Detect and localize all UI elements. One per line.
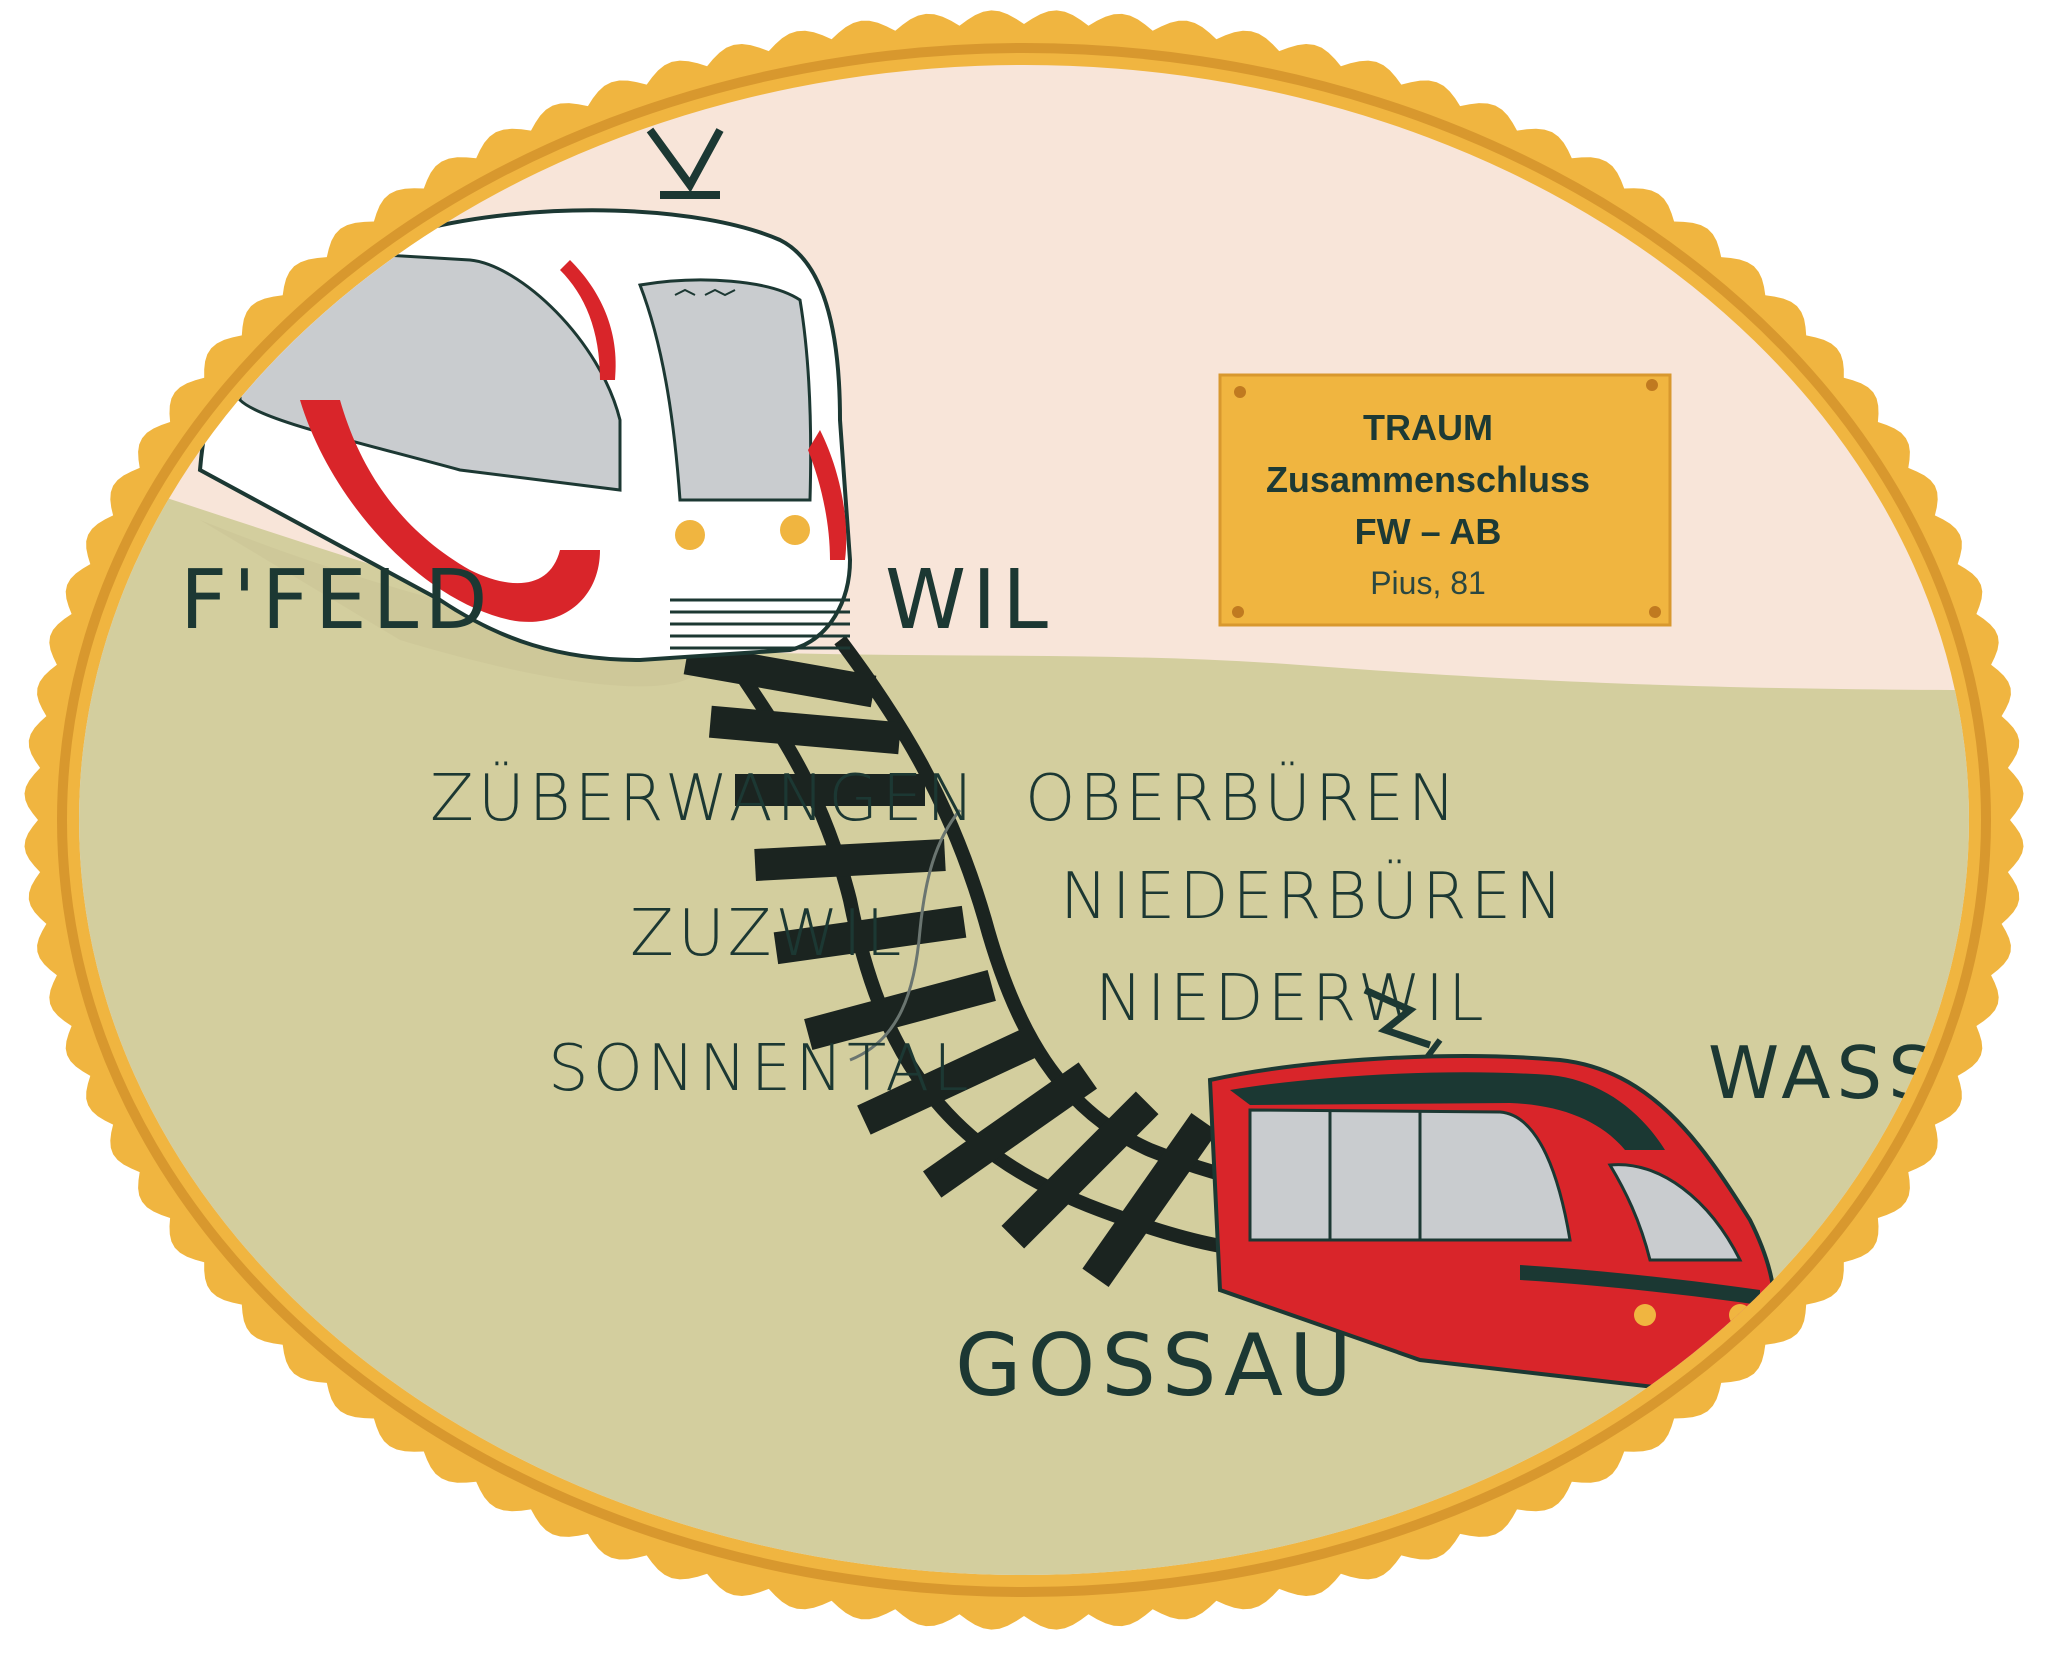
label-ffeld: F'FELD — [180, 553, 494, 648]
track-sleeper — [923, 1062, 1097, 1198]
railway-track — [683, 635, 1272, 1287]
dream-sign: TRAUM Zusammenschluss FW – AB Pius, 81 — [1218, 373, 1672, 627]
label-wass: WASS — [1708, 1031, 1940, 1115]
sign-line1: TRAUM — [1363, 407, 1493, 448]
track-sleeper — [1082, 1113, 1218, 1287]
red-train — [1207, 986, 1776, 1393]
track-sleeper — [708, 705, 902, 755]
label-oberburen: OBERBÜREN — [1025, 761, 1460, 836]
label-niederburen: NIEDERBÜREN — [1060, 859, 1567, 934]
white-train — [197, 127, 853, 663]
sign-line4: Pius, 81 — [1370, 565, 1486, 601]
track-sleeper — [857, 1025, 1043, 1135]
label-zuzwil: ZUZWIL — [630, 897, 905, 971]
track-sleeper — [683, 642, 877, 708]
track-sleeper — [735, 774, 925, 806]
label-zuberwangen: ZÜBERWANGEN — [430, 761, 978, 836]
label-gossau: GOSSAU — [955, 1316, 1358, 1416]
label-niederwil: NIEDERWIL — [1095, 962, 1488, 1036]
sign-line3: FW – AB — [1355, 511, 1502, 552]
track-sleeper — [804, 969, 996, 1051]
sign-line2: Zusammenschluss — [1266, 459, 1590, 500]
track-sleeper — [754, 839, 946, 881]
label-sonnental: SONNENTAL — [548, 1032, 973, 1106]
track-sleeper — [773, 905, 967, 965]
label-wil: WIL — [885, 553, 1054, 648]
track-sleeper — [1001, 1091, 1159, 1249]
